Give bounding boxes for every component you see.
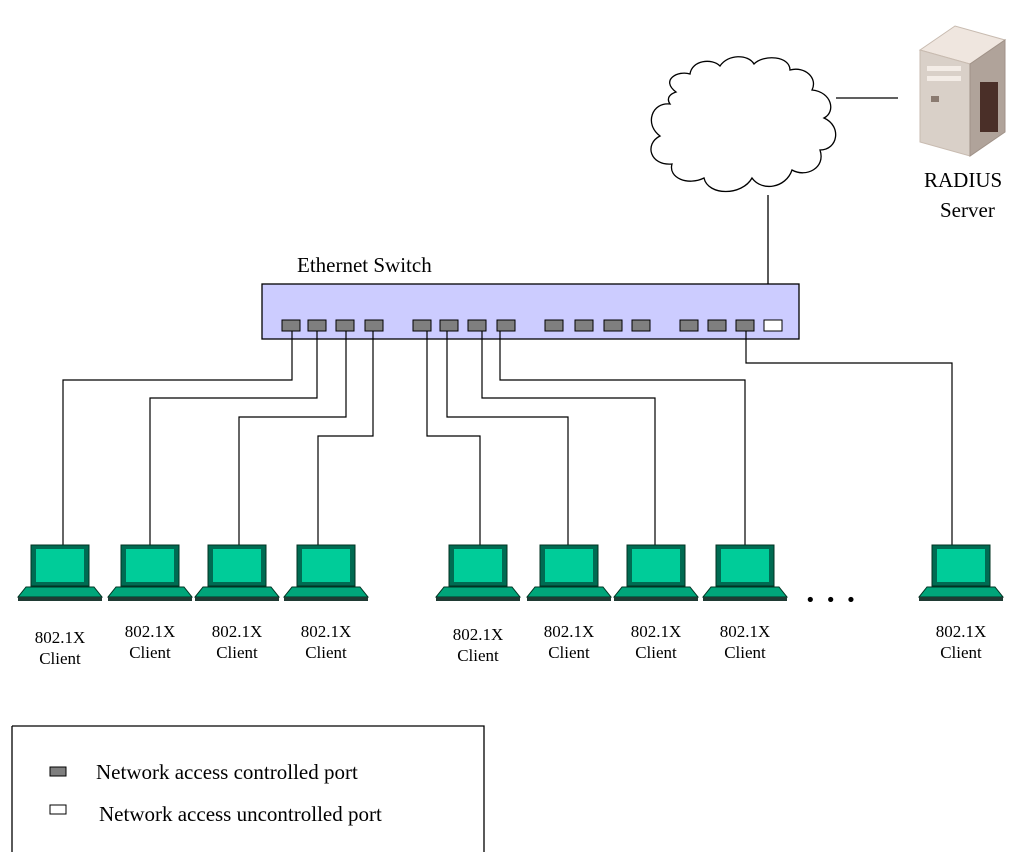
client-cable [62, 331, 293, 548]
client-label-line2: Client [305, 643, 347, 662]
laptop-icon [612, 544, 700, 601]
laptop-icon [701, 544, 789, 601]
uncontrolled-port [763, 319, 783, 332]
controlled-port [335, 319, 355, 332]
controlled-port [574, 319, 594, 332]
server-label-line1: RADIUS [924, 168, 1002, 192]
laptop-icon [917, 544, 1005, 601]
client-cable [499, 331, 746, 548]
client-cable [149, 331, 318, 548]
controlled-port [412, 319, 432, 332]
controlled-port [281, 319, 301, 332]
ellipsis-more-clients: • • • [805, 590, 858, 611]
laptop-icon [16, 544, 104, 601]
client-label-line1: 802.1X [453, 625, 504, 644]
client-label-line2: Client [216, 643, 258, 662]
controlled-port [603, 319, 623, 332]
client-label-line1: 802.1X [125, 622, 176, 641]
client-label-line2: Client [940, 643, 982, 662]
legend-uncontrolled-label: Network access uncontrolled port [99, 802, 382, 826]
client-label-line1: 802.1X [720, 622, 771, 641]
client-cable [745, 331, 953, 548]
controlled-port [735, 319, 755, 332]
client-cable [317, 331, 374, 548]
legend: Network access controlled port Network a… [11, 725, 485, 852]
controlled-port [307, 319, 327, 332]
client-label-line1: 802.1X [301, 622, 352, 641]
client-label-line1: 802.1X [936, 622, 987, 641]
controlled-port [364, 319, 384, 332]
client-label-line1: 802.1X [544, 622, 595, 641]
client-label-line2: Client [724, 643, 766, 662]
server-label-line2: Server [940, 198, 995, 222]
laptop-icon [106, 544, 194, 601]
client-label-line2: Client [129, 643, 171, 662]
client-cable [426, 331, 481, 548]
controlled-port [631, 319, 651, 332]
client-label-line2: Client [457, 646, 499, 665]
controlled-port [679, 319, 699, 332]
legend-controlled-port-swatch [49, 766, 67, 777]
client-cable [446, 331, 569, 548]
client-label-line2: Client [548, 643, 590, 662]
client-label-line1: 802.1X [212, 622, 263, 641]
switch-ports [281, 319, 783, 332]
controlled-port [544, 319, 564, 332]
switch-label: Ethernet Switch [297, 253, 432, 277]
radius-server-icon [918, 25, 1007, 157]
controlled-port [496, 319, 516, 332]
controlled-port [439, 319, 459, 332]
controlled-port [707, 319, 727, 332]
client-cable [238, 331, 347, 548]
client-cable [481, 331, 656, 548]
client-laptops: 802.1X Client 802.1X Client 802.1X Client 802.… [16, 544, 1005, 668]
legend-controlled-label: Network access controlled port [96, 760, 358, 784]
client-cables [62, 331, 953, 548]
laptop-icon [193, 544, 281, 601]
laptop-icon [434, 544, 522, 601]
client-label-line1: 802.1X [35, 628, 86, 647]
legend-uncontrolled-port-swatch [49, 804, 67, 815]
laptop-icon [525, 544, 613, 601]
laptop-icon [282, 544, 370, 601]
client-label-line2: Client [39, 649, 81, 668]
network-cloud [650, 56, 837, 192]
controlled-port [467, 319, 487, 332]
client-label-line2: Client [635, 643, 677, 662]
client-label-line1: 802.1X [631, 622, 682, 641]
